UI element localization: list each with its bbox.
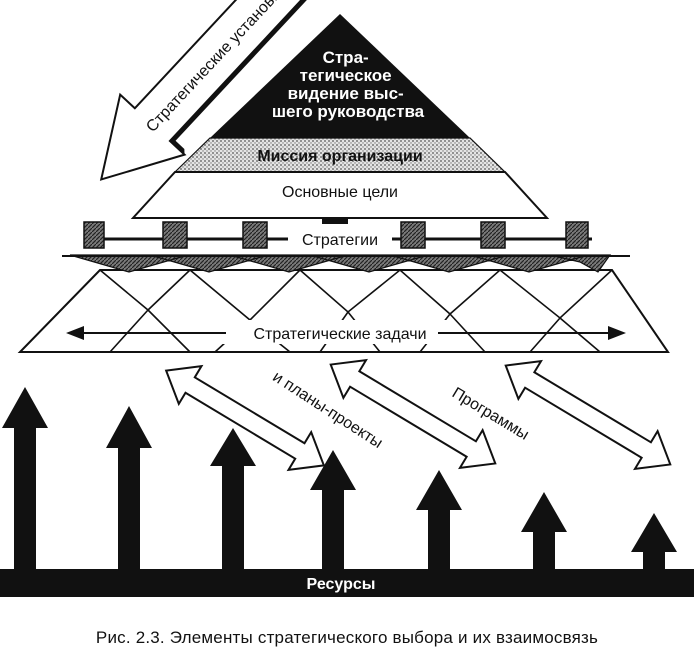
- strategy-block: [83, 221, 105, 249]
- apex-line-3: видение выс-: [288, 84, 404, 103]
- strategies-row: Стратегии: [82, 218, 602, 256]
- resources-label: Ресурсы: [307, 576, 376, 593]
- strategy-block: [162, 221, 188, 249]
- resource-arrows: [2, 387, 677, 570]
- strategic-tasks-label: Стратегические задачи: [253, 326, 426, 343]
- programs-arrow-1: [329, 358, 497, 470]
- tasks-arrow-left: [66, 326, 84, 340]
- tasks-arrow-right: [608, 326, 626, 340]
- strategy-block: [242, 221, 268, 249]
- resource-arrow: [521, 492, 567, 570]
- plans-projects-arrow: [164, 364, 326, 472]
- figure-caption: Рис. 2.3. Элементы стратегического выбор…: [95, 628, 599, 647]
- apex-line-4: шего руководства: [272, 102, 425, 121]
- resource-arrow: [106, 406, 152, 570]
- strategy-center-mark: [322, 218, 348, 224]
- strategy-block: [480, 221, 506, 249]
- pyramid-apex: [210, 14, 470, 138]
- pyramid: [130, 14, 550, 219]
- strategies-label: Стратегии: [302, 232, 378, 249]
- resources-bar: [0, 569, 694, 597]
- apex-line-1: Стра-: [323, 48, 369, 67]
- resource-arrow: [631, 513, 677, 570]
- resource-arrow: [2, 387, 48, 570]
- programs-arrow-2: [504, 359, 672, 471]
- resource-arrow: [416, 470, 462, 570]
- goals-label: Основные цели: [282, 184, 398, 201]
- resource-arrow: [210, 428, 256, 570]
- tasks-band: Стратегические задачи: [17, 254, 670, 353]
- strategy-block: [400, 221, 426, 249]
- mission-label: Миссия организации: [257, 148, 422, 165]
- apex-line-2: тегическое: [300, 66, 392, 85]
- pyramid-apex-label: Стра- тегическое видение выс- шего руков…: [272, 48, 425, 121]
- strategy-block: [565, 221, 589, 249]
- resource-arrow: [310, 450, 356, 570]
